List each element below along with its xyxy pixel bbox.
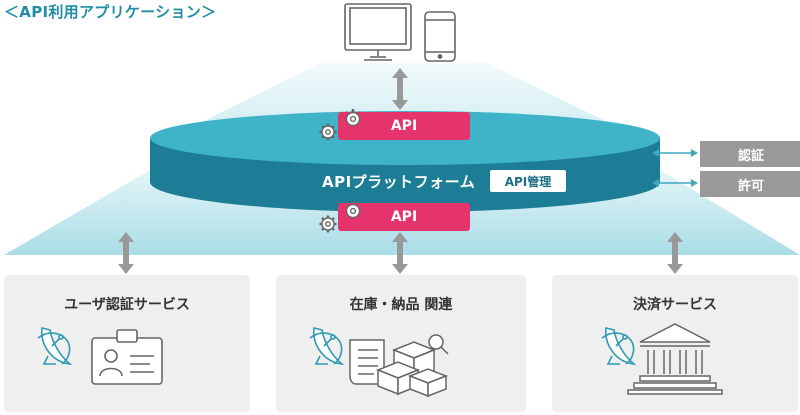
service-title-user-auth: ユーザ認証サービス [64,297,190,313]
authorization-tag: 許可 [700,171,800,197]
api-badge-bottom: API [338,203,470,231]
arrow-api-inventory [392,232,408,274]
service-title-inventory: 在庫・納品 関連 [349,297,453,313]
arrow-platform-payment-service [667,232,683,274]
service-title-payment: 決済サービス [633,297,717,313]
satellite-dish-icon [37,327,73,366]
satellite-dish-icon [309,327,345,366]
arrow-authorization [652,179,698,187]
api-badge-top: API [338,112,470,140]
arrow-device-api [392,68,408,110]
platform-label: APIプラットフォーム [322,173,476,191]
packages-icon [349,334,449,398]
arrow-authentication [652,149,698,157]
monitor-icon [344,3,412,61]
id-card-icon [91,329,163,385]
service-box-payment [552,275,798,412]
gear-icon [319,215,337,233]
gear-icon [345,111,361,127]
bank-icon [627,323,723,395]
gear-icon [319,123,337,141]
api-management-badge: API管理 [490,170,566,192]
authentication-tag: 認証 [700,141,800,167]
page-title: ＜API利用アプリケーション＞ [4,3,217,21]
arrow-platform-auth-service [118,232,134,274]
satellite-dish-icon [601,327,637,366]
gear-icon [345,203,361,219]
smartphone-icon [424,11,456,62]
